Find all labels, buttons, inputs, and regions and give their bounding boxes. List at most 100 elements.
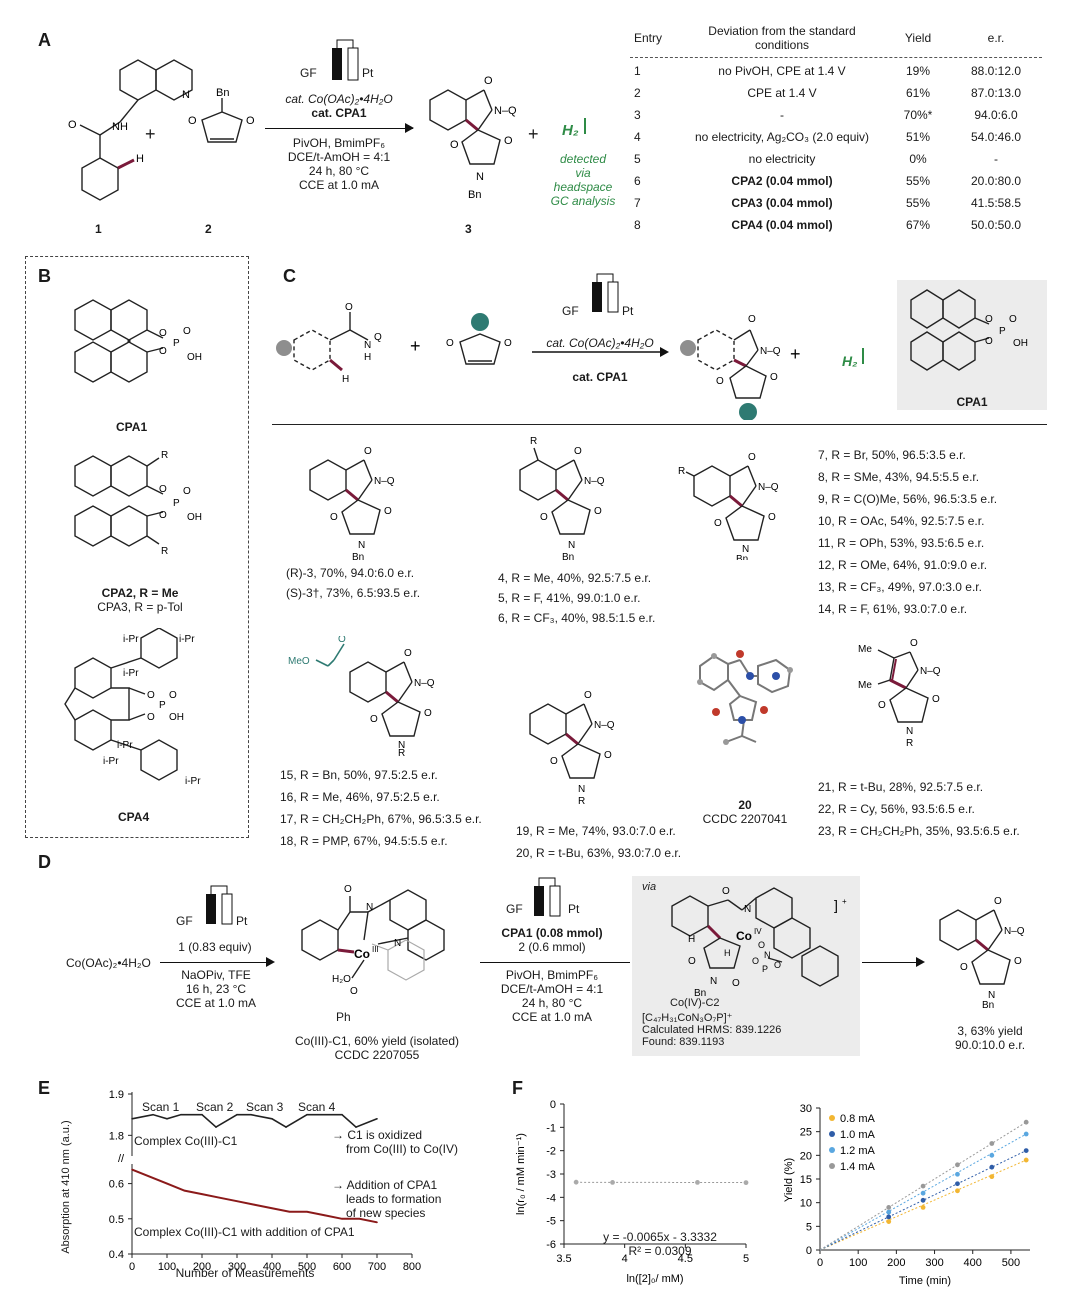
data-point <box>955 1171 960 1177</box>
axis-break-icon: // <box>118 1153 125 1165</box>
svg-text:N–Q: N–Q <box>584 476 605 487</box>
h2-detection-note: detected via headspace GC analysis <box>550 152 616 208</box>
svg-text:P: P <box>159 700 166 711</box>
data-point <box>271 1118 273 1120</box>
svg-text:N: N <box>398 740 405 751</box>
y-tick-label: 15 <box>800 1174 812 1186</box>
scope-21-23-labels: 21, R = t-Bu, 28%, 92.5:7.5 e.r.22, R = … <box>818 776 1020 842</box>
svg-text:N–Q: N–Q <box>920 666 941 677</box>
svg-text:O: O <box>1009 314 1017 325</box>
svg-text:Bn: Bn <box>694 988 706 999</box>
cpa1-inset: O O P O OH CPA1 <box>897 280 1047 410</box>
cpa4-structure: i-Pr i-Pr i-Pr O O P O OH i-Pr i-Pr i-Pr <box>64 628 201 787</box>
scope-19-20-labels: 19, R = Me, 74%, 93.0:7.0 e.r.20, R = t-… <box>516 820 681 864</box>
series-label-upper: Complex Co(III)-C1 <box>134 1134 238 1148</box>
optimization-table: Entry Deviation from the standard condit… <box>630 22 1042 236</box>
svg-text:H: H <box>136 153 144 165</box>
svg-text:N: N <box>742 544 749 555</box>
svg-text:O: O <box>183 486 191 497</box>
svg-text:P: P <box>173 498 180 509</box>
series-line-c1 <box>131 1113 378 1129</box>
scope-7-14-labels: 7, R = Br, 50%, 96.5:3.5 e.r.8, R = SMe,… <box>818 444 997 620</box>
data-point <box>573 1179 579 1185</box>
svg-text:O: O <box>714 518 722 529</box>
scope-3s-label: (S)-3†, 73%, 6.5:93.5 e.r. <box>286 586 421 600</box>
x-axis-label: ln([2]₀/ mM) <box>626 1273 683 1285</box>
svg-text:N: N <box>764 950 771 960</box>
y-tick-label: -5 <box>546 1216 556 1228</box>
electrode-icon-d1 <box>200 884 260 926</box>
conditions-c-bottom: cat. CPA1 <box>572 370 628 384</box>
svg-text:H: H <box>688 934 695 945</box>
svg-text:O: O <box>350 986 358 997</box>
h2-label-c: H₂ <box>842 353 858 369</box>
y-tick-label: 0.6 <box>109 1179 124 1191</box>
cpa1-inset-label: CPA1 <box>956 395 988 409</box>
x-tick-label: 100 <box>849 1257 867 1269</box>
electrode-pt-label-d2: Pt <box>568 902 580 916</box>
data-point <box>695 1180 700 1185</box>
x-tick-label: 400 <box>964 1257 982 1269</box>
compound-1-label: 1 <box>95 222 102 236</box>
svg-text:N–Q: N–Q <box>758 482 779 493</box>
x-tick-label: 300 <box>925 1257 943 1269</box>
data-point <box>886 1209 892 1215</box>
y-tick-label: 25 <box>800 1127 812 1139</box>
electrode-pt-label-d1: Pt <box>236 914 248 928</box>
chart-e-ylabel: Absorption at 410 nm (a.u.) <box>60 1120 72 1254</box>
x-tick-label: 400 <box>263 1261 281 1273</box>
conditions-a-bottom: PivOH, BmimPF₆ DCE/t-AmOH = 4:1 24 h, 80… <box>287 136 391 192</box>
scan-label-4: Scan 4 <box>298 1100 336 1114</box>
y-axis-label: ln(r₀ / mM min⁻¹) <box>515 1133 527 1215</box>
x-tick-label: 300 <box>228 1261 246 1273</box>
data-point <box>250 1113 252 1116</box>
x-axis-label: Time (min) <box>899 1275 951 1287</box>
arrow-head-d3 <box>916 957 925 967</box>
panel-label-a: A <box>38 30 51 50</box>
scope-15-18-labels: 15, R = Bn, 50%, 97.5:2.5 e.r.16, R = Me… <box>280 764 482 852</box>
svg-text:R: R <box>161 450 168 461</box>
data-point <box>288 1210 291 1213</box>
panel-label-f: F <box>512 1078 523 1098</box>
legend-marker <box>829 1115 835 1121</box>
svg-text:R: R <box>578 796 585 804</box>
data-point <box>323 1214 326 1217</box>
svg-text:O: O <box>246 115 255 127</box>
svg-text:OH: OH <box>187 352 202 363</box>
electrode-gf-label-c: GF <box>562 304 579 318</box>
svg-text:Me: Me <box>858 644 872 655</box>
svg-text:O: O <box>722 886 730 897</box>
cobalt-acetate-start: Co(OAc)₂•4H₂O <box>66 956 151 970</box>
svg-text:O: O <box>910 638 918 649</box>
svg-text:O: O <box>330 512 338 523</box>
svg-text:O: O <box>594 506 602 517</box>
list-item: 7, R = Br, 50%, 96.5:3.5 e.r. <box>818 448 966 462</box>
svg-text:N: N <box>182 89 190 101</box>
x-tick-label: 700 <box>368 1261 386 1273</box>
data-point <box>236 1113 238 1116</box>
data-point <box>131 1118 133 1120</box>
data-point <box>920 1190 926 1196</box>
cpa2-cpa3-structure: R R O O P O OH <box>74 450 202 557</box>
svg-text:+: + <box>842 897 847 906</box>
svg-text:N: N <box>366 902 373 913</box>
via-label: via <box>642 881 657 893</box>
y-tick-label: 0.4 <box>109 1249 124 1261</box>
svg-text:O: O <box>147 690 155 701</box>
plus-sign-2: + <box>528 124 539 144</box>
svg-text:O: O <box>732 978 740 989</box>
scope-structure-19-20: ON–Q OO NR <box>529 690 615 804</box>
svg-text:NH: NH <box>112 121 128 133</box>
data-point <box>955 1181 960 1187</box>
list-item: 15, R = Bn, 50%, 97.5:2.5 e.r. <box>280 768 438 782</box>
list-item: 23, R = CH₂CH₂Ph, 35%, 93.5:6.5 e.r. <box>818 824 1020 838</box>
svg-text:H₂O: H₂O <box>332 974 351 985</box>
cpa4-label-b: CPA4 <box>118 810 150 824</box>
scope-3r-label: (R)-3, 70%, 94.0:6.0 e.r. <box>286 566 415 580</box>
